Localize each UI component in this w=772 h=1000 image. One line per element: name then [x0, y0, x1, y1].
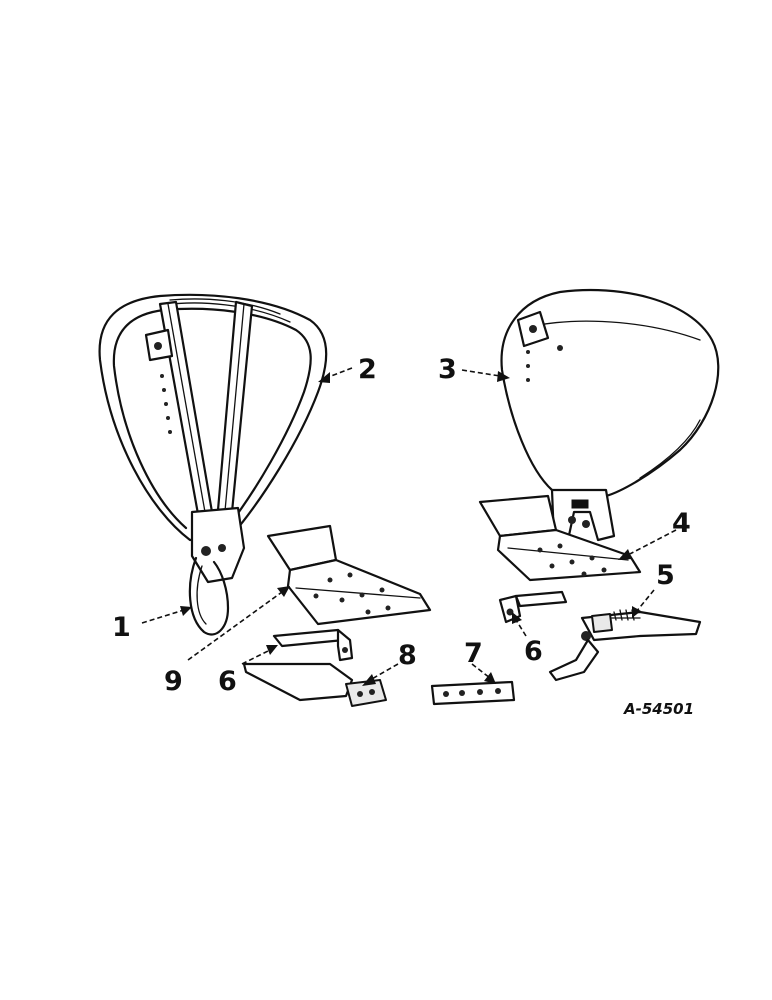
callout-4: 4 [672, 508, 691, 539]
seat-support-spring [188, 556, 230, 636]
callout-7: 7 [464, 638, 483, 669]
part-number: A-54501 [623, 700, 694, 718]
callout-5: 5 [656, 560, 675, 591]
angle-bracket-left [272, 628, 354, 662]
seat-mounting-bracket-right [478, 494, 642, 582]
leader-lines [141, 367, 677, 686]
angle-bracket-right [498, 590, 568, 624]
seat-mounting-bracket-left [266, 524, 432, 626]
callout-6-left: 6 [218, 666, 237, 697]
seat-pan-solid [500, 288, 720, 542]
callout-1: 1 [112, 612, 131, 643]
callout-9: 9 [164, 666, 183, 697]
callout-6-right: 6 [524, 636, 543, 667]
seat-pan-with-straps [98, 293, 328, 584]
callout-3: 3 [438, 354, 457, 385]
callout-2: 2 [358, 354, 377, 385]
callout-8: 8 [398, 640, 417, 671]
spacer-plate [430, 680, 516, 706]
seat-adjusting-lever [548, 609, 702, 682]
